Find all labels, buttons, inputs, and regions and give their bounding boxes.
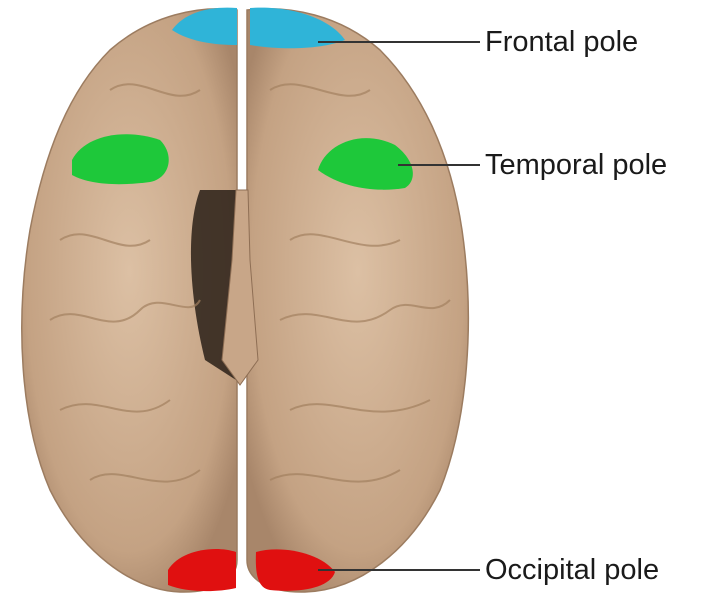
temporal-pole-right — [318, 138, 413, 190]
frontal-pole-label: Frontal pole — [485, 26, 639, 58]
brainstem — [221, 189, 259, 386]
right-hemisphere — [246, 8, 470, 593]
frontal-pole-left — [172, 7, 237, 45]
temporal-pole-left — [72, 134, 169, 185]
gyri-texture — [49, 83, 451, 483]
occipital-pole-left — [168, 549, 236, 592]
temporal-pole-label: Temporal pole — [485, 149, 668, 181]
occipital-pole-label: Occipital pole — [485, 554, 660, 586]
occipital-pole-right — [255, 549, 335, 591]
frontal-pole-right — [250, 7, 345, 49]
